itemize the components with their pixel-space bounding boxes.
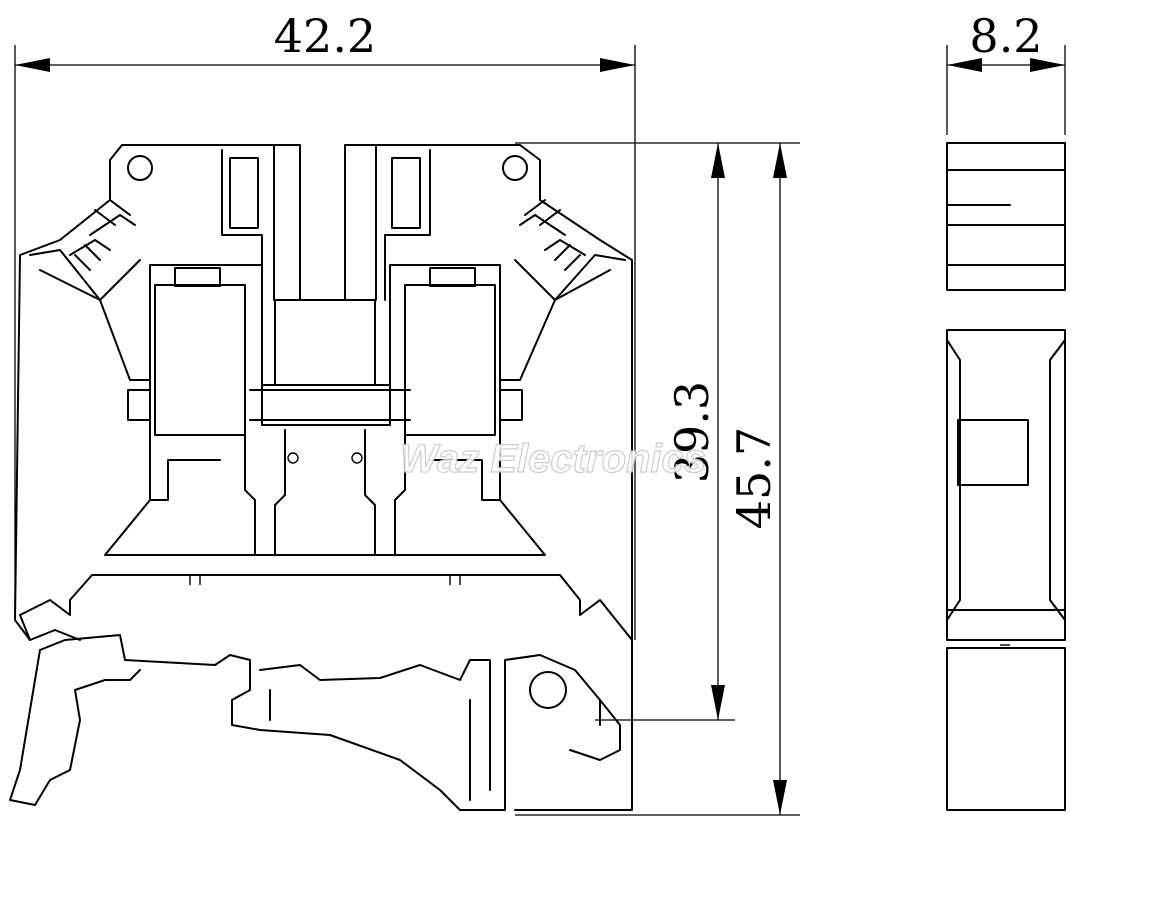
front-view [9,144,633,811]
side-view [946,142,1066,811]
dim-overall-height: 45.7 [515,143,800,816]
dim-overall-width: 42.2 [14,9,636,640]
dim-label-overall-height: 45.7 [727,427,781,529]
dim-label-overall-width: 42.2 [274,9,376,63]
watermark-text: Waz Electronics [400,437,706,481]
dim-label-height-to-rail: 39.3 [665,381,719,483]
dim-height-to-rail: 39.3 [515,142,800,721]
dim-label-side-thickness: 8.2 [969,9,1042,63]
dim-side-thickness: 8.2 [946,9,1066,135]
